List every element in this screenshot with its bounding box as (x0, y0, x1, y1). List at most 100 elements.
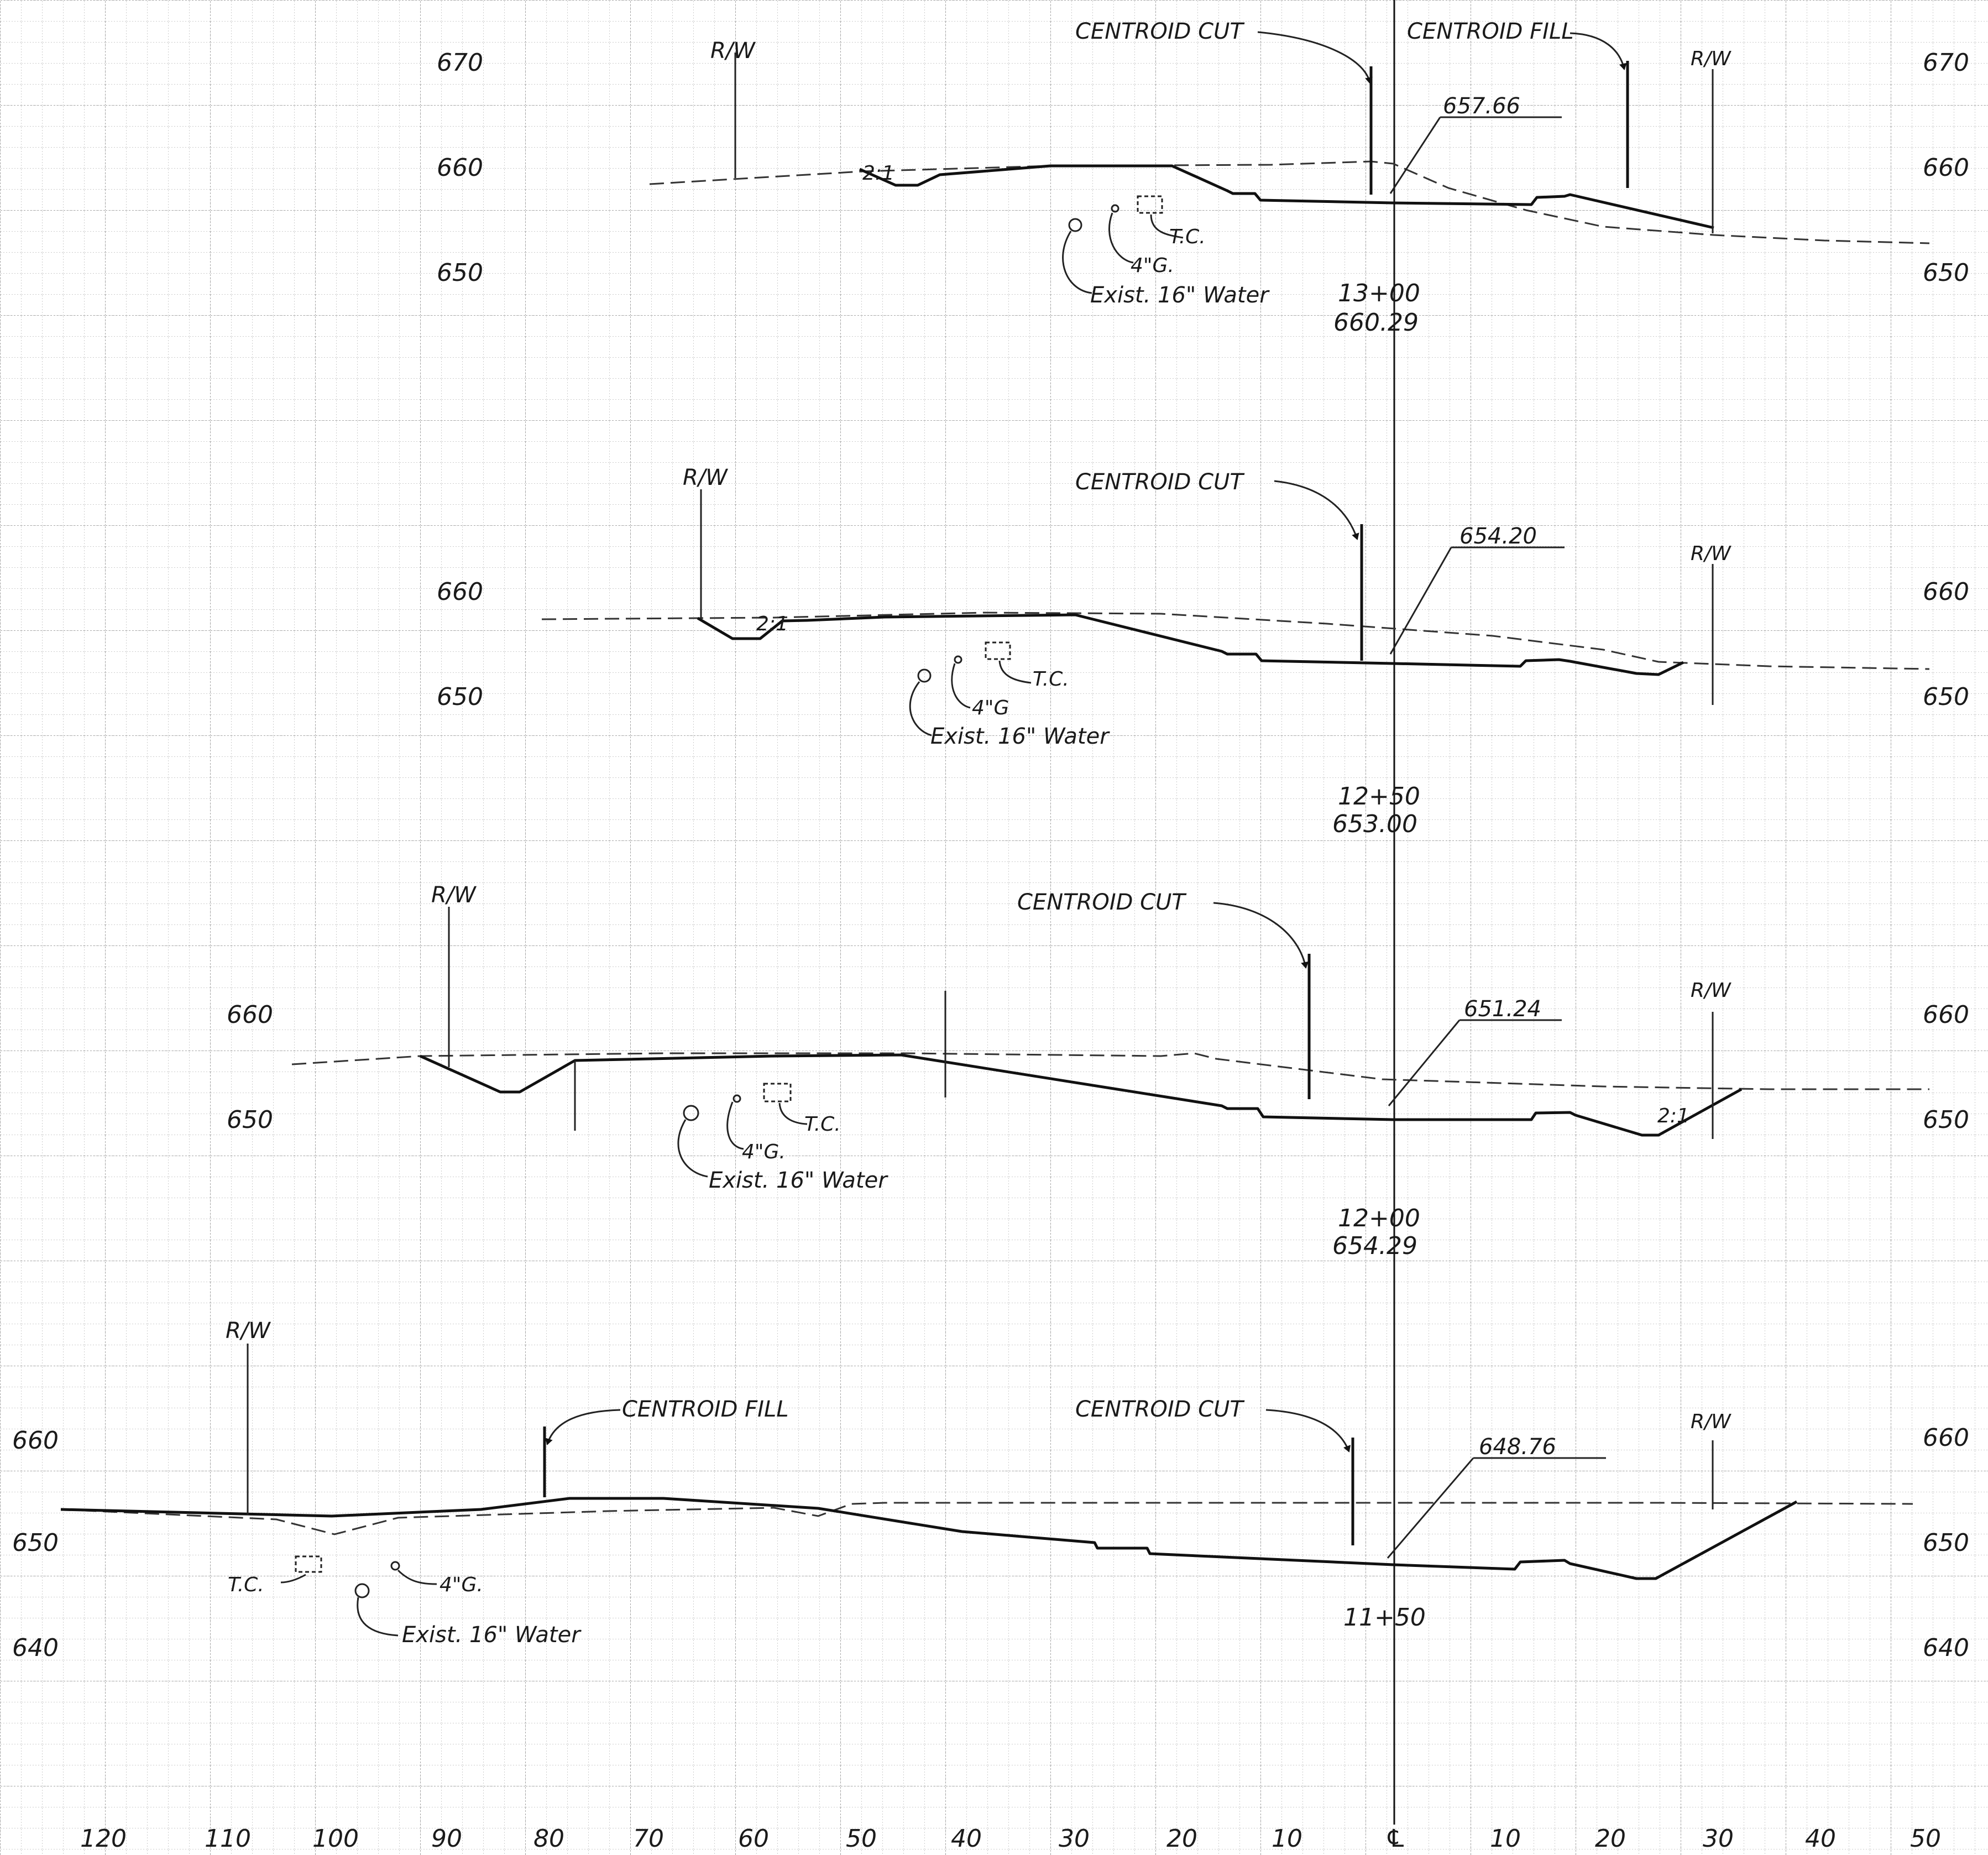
offset-tick-label: 10 (1272, 1825, 1302, 1853)
centerline-symbol: ℄ (1385, 1825, 1406, 1853)
offset-tick-label: 110 (205, 1825, 251, 1853)
offset-tick-label: 60 (738, 1825, 769, 1853)
gas-line-label: 4"G (972, 697, 1009, 719)
offset-tick-label: 90 (431, 1825, 462, 1853)
slope-label: 2:1 (862, 162, 894, 185)
centroid-cut-leader (1274, 480, 1359, 540)
existing-ground-line (541, 612, 1930, 670)
elev-label-left: 640 (12, 1634, 59, 1662)
utility-leader (909, 681, 932, 736)
offset-tick-label: 30 (1703, 1825, 1734, 1853)
offset-tick-label: 30 (1059, 1825, 1090, 1853)
elev-label-left: 660 (437, 154, 483, 182)
station-elevation: 653.00 (1332, 810, 1417, 838)
right-of-way-label: R/W (1691, 979, 1731, 1002)
centroid-fill-leader (545, 1409, 621, 1445)
section-11-50: 660 650 640 660 650 640 R/W R/W CENTROID… (12, 1318, 1969, 1662)
elev-label-left: 670 (437, 49, 483, 77)
existing-ground-line (649, 160, 1930, 244)
telephone-conduit-icon (985, 641, 1011, 660)
centroid-cut-label: CENTROID CUT (1017, 890, 1187, 915)
grade-leader (1387, 1457, 1474, 1559)
elev-label-left: 650 (437, 259, 483, 287)
water-main-icon (354, 1583, 370, 1598)
elev-label-left: 660 (227, 1001, 273, 1029)
proposed-grade-line (859, 164, 1714, 229)
section-13-00: 670 660 650 670 660 650 R/W R/W 2:1 CENT… (437, 19, 1969, 337)
elev-label-left: 650 (227, 1106, 273, 1134)
station-elevation: 660.29 (1333, 309, 1419, 337)
utility-leader (778, 1102, 808, 1125)
elev-label-right: 660 (1923, 154, 1969, 182)
elev-label-right: 650 (1923, 1106, 1969, 1134)
elev-label-right: 640 (1923, 1634, 1969, 1662)
elev-label-right: 650 (1923, 683, 1969, 711)
offset-tick-label: 50 (1910, 1825, 1941, 1853)
right-of-way-label: R/W (1691, 1410, 1731, 1433)
offset-scale: 120 110 100 90 80 70 60 50 40 30 20 10 ℄… (80, 1825, 1941, 1853)
centroid-cut-leader (1265, 1409, 1351, 1452)
water-main-label: Exist. 16" Water (930, 724, 1110, 749)
right-of-way-label: R/W (1691, 542, 1731, 565)
telephone-conduit-label: T.C. (1169, 226, 1206, 248)
profile-grade-elevation: 651.24 (1464, 996, 1541, 1022)
gas-line-label: 4"G. (440, 1574, 483, 1596)
right-of-way-label: R/W (1691, 48, 1731, 70)
water-main-icon (917, 668, 932, 683)
elev-label-right: 660 (1923, 1001, 1969, 1029)
existing-ground-line (60, 1502, 1913, 1535)
water-main-icon (1068, 218, 1082, 232)
right-of-way-label: R/W (683, 465, 728, 490)
water-main-label: Exist. 16" Water (1090, 283, 1270, 308)
profile-grade-elevation: 648.76 (1479, 1434, 1556, 1460)
utility-leader (1108, 212, 1134, 264)
offset-tick-label: 40 (1805, 1825, 1836, 1853)
elev-label-right: 660 (1923, 1424, 1969, 1452)
slope-label: 2:1 (1657, 1105, 1689, 1127)
centroid-cut-leader (1213, 902, 1309, 969)
station-label: 12+00 (1338, 1204, 1420, 1232)
telephone-conduit-label: T.C. (1033, 668, 1069, 691)
utility-leader (951, 663, 971, 709)
proposed-grade-line (60, 1497, 1798, 1580)
offset-tick-label: 20 (1166, 1825, 1197, 1853)
elev-label-left: 650 (12, 1529, 59, 1557)
telephone-conduit-label: T.C. (804, 1113, 841, 1136)
offset-tick-label: 40 (951, 1825, 982, 1853)
proposed-grade-line (697, 613, 1684, 676)
centroid-cut-label: CENTROID CUT (1075, 469, 1245, 495)
station-label: 12+50 (1338, 782, 1420, 811)
centroid-fill-label: CENTROID FILL (1407, 19, 1574, 44)
gas-line-icon (733, 1094, 741, 1103)
profile-grade-elevation: 657.66 (1443, 93, 1520, 119)
right-of-way-label: R/W (710, 38, 756, 64)
water-main-label: Exist. 16" Water (402, 1622, 582, 1648)
station-label: 11+50 (1343, 1603, 1426, 1632)
telephone-conduit-icon (1137, 195, 1163, 214)
slope-label: 2:1 (756, 613, 788, 635)
water-main-label: Exist. 16" Water (709, 1168, 888, 1193)
centroid-fill-leader (1570, 32, 1627, 70)
station-label: 13+00 (1338, 279, 1420, 307)
offset-tick-label: 70 (633, 1825, 664, 1853)
gas-line-icon (954, 655, 962, 664)
offset-tick-label: 80 (533, 1825, 564, 1853)
telephone-conduit-icon (295, 1555, 322, 1573)
utility-leader (998, 660, 1032, 684)
utility-leader (1062, 231, 1092, 294)
utility-leader (1150, 214, 1184, 239)
telephone-conduit-icon (763, 1083, 792, 1102)
centroid-cut-label: CENTROID CUT (1075, 19, 1245, 44)
elev-label-right: 650 (1923, 259, 1969, 287)
right-of-way-label: R/W (431, 882, 477, 908)
grade-leader (1389, 117, 1441, 194)
section-12-50: 660 650 660 650 R/W R/W 2:1 CENTROID CUT… (437, 465, 1969, 838)
elev-label-left: 650 (437, 683, 483, 711)
elev-label-right: 660 (1923, 578, 1969, 606)
elev-label-right: 650 (1923, 1529, 1969, 1557)
gas-line-label: 4"G. (742, 1141, 786, 1163)
elev-label-left: 660 (437, 578, 483, 606)
gas-line-icon (390, 1561, 400, 1571)
